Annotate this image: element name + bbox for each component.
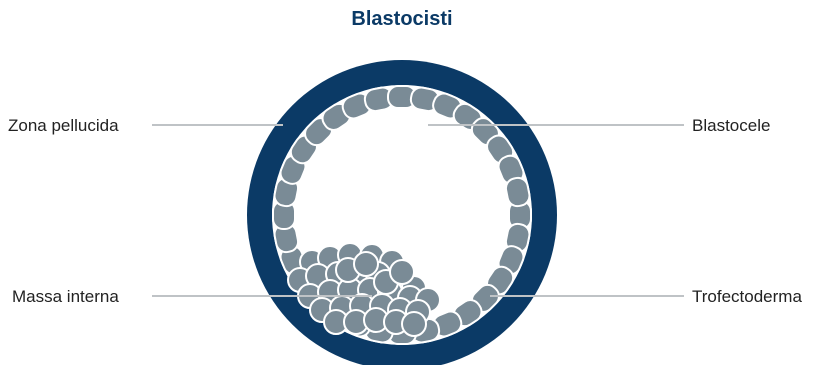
label-zona-pellucida: Zona pellucida [8, 116, 119, 135]
label-blastocele: Blastocele [692, 116, 770, 135]
inner-cell-mass-cell [402, 312, 426, 336]
inner-cell-mass-cell [354, 252, 378, 276]
label-trofectoderma: Trofectoderma [692, 287, 802, 306]
diagram-title: Blastocisti [351, 8, 452, 30]
inner-cell-mass-cell [390, 260, 414, 284]
label-massa-interna: Massa interna [12, 287, 119, 306]
